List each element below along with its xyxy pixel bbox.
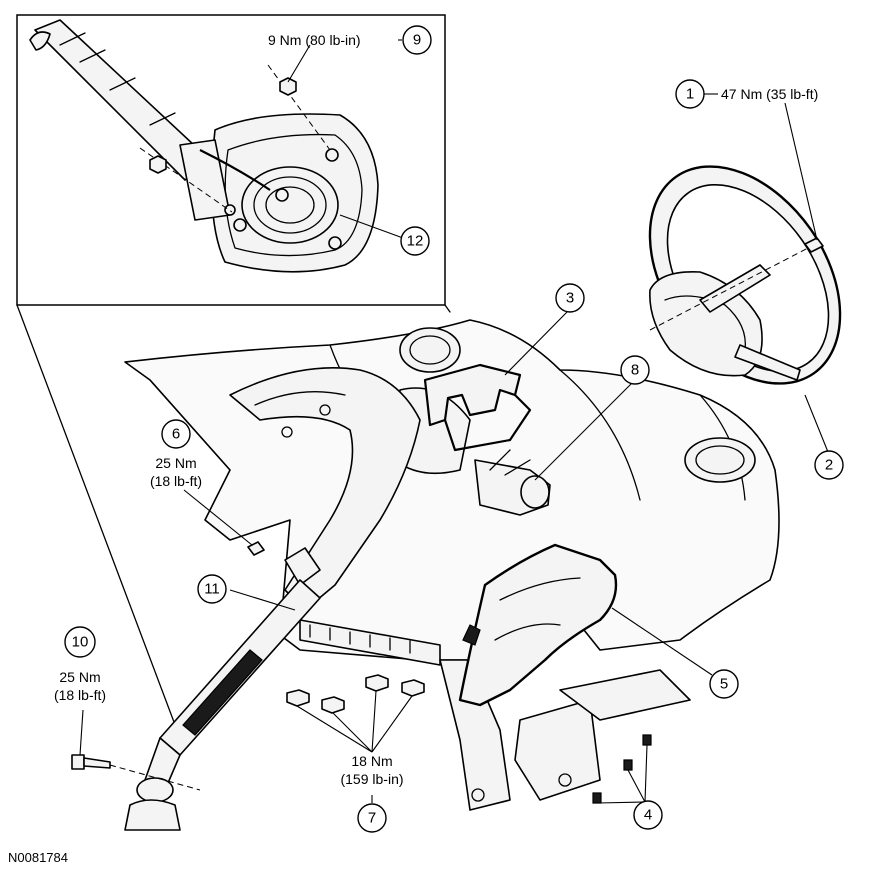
callout-12: 12 (400, 226, 430, 256)
callout-number: 6 (172, 426, 180, 443)
lower-shroud (458, 543, 618, 707)
callout-number: 7 (368, 810, 376, 827)
inset-nuts (139, 64, 331, 213)
callout-number: 5 (720, 676, 728, 693)
callout-3: 3 (555, 283, 585, 313)
figure-id: N0081784 (8, 850, 68, 865)
inset-leader-right (444, 304, 451, 313)
callout-5: 5 (709, 669, 739, 699)
callout-number: 11 (204, 581, 220, 598)
callout-8: 8 (620, 355, 650, 385)
callout-bubble (709, 669, 739, 699)
callout-bubble (197, 574, 227, 604)
callout-number: 2 (825, 457, 833, 474)
callout-4: 4 (633, 800, 663, 830)
torque-spec: 25 Nm (59, 669, 100, 685)
callout-number: 3 (566, 290, 574, 307)
nut-icon (279, 77, 297, 96)
callout-bubble (402, 25, 432, 55)
callout-2: 2 (814, 450, 844, 480)
torque-spec: 47 Nm (35 lb-ft) (721, 86, 818, 102)
inset-leader-left (16, 304, 181, 739)
callout-bubble (633, 800, 663, 830)
callout-number: 10 (72, 634, 89, 651)
nut-icon (401, 679, 425, 697)
callout-bubble (814, 450, 844, 480)
steering-wheel (648, 165, 842, 385)
inset-column-bracket (179, 113, 379, 273)
callout-leaders (79, 39, 829, 804)
torque-spec-imperial: (18 lb-ft) (150, 473, 202, 489)
switch-assembly (474, 449, 551, 516)
callout-7: 18 Nm (159 lb-in) 7 (340, 753, 404, 833)
callout-bubble (675, 79, 705, 109)
callout-1: 1 47 Nm (35 lb-ft) (675, 79, 818, 109)
nut-icon (286, 689, 310, 707)
callout-number: 1 (686, 86, 694, 103)
nut-icon (365, 674, 389, 692)
callout-bubble (161, 419, 191, 449)
callout-bubble (555, 283, 585, 313)
upper-shroud (423, 363, 532, 452)
screw-icon (623, 759, 633, 771)
callout-9: 9 Nm (80 lb-in) 9 (268, 25, 432, 55)
callout-number: 4 (644, 807, 652, 824)
callout-number: 12 (407, 233, 424, 250)
bolt-icon (804, 237, 824, 253)
nut-icon (149, 155, 167, 174)
pinch-bolt (71, 754, 201, 791)
callout-11: 11 (197, 574, 227, 604)
callout-6: 6 25 Nm (18 lb-ft) (150, 419, 202, 489)
torque-spec: 25 Nm (155, 455, 196, 471)
screw-icon (642, 734, 652, 746)
column-nuts (286, 674, 425, 714)
callout-number: 8 (631, 362, 639, 379)
inset-detail (16, 14, 451, 739)
callout-bubble (400, 226, 430, 256)
callout-number: 9 (413, 32, 421, 49)
torque-spec: 9 Nm (80 lb-in) (268, 32, 361, 48)
callout-10: 10 25 Nm (18 lb-ft) (54, 626, 106, 703)
shroud-screws (592, 734, 652, 804)
torque-spec-imperial: (159 lb-in) (340, 771, 403, 787)
bolt-icon (247, 541, 265, 556)
screw-icon (592, 792, 602, 804)
nut-icon (321, 696, 345, 714)
callout-bubble (357, 803, 387, 833)
callout-bubble (620, 355, 650, 385)
torque-spec-imperial: (18 lb-ft) (54, 687, 106, 703)
callout-bubble (64, 626, 96, 658)
torque-spec: 18 Nm (351, 753, 392, 769)
